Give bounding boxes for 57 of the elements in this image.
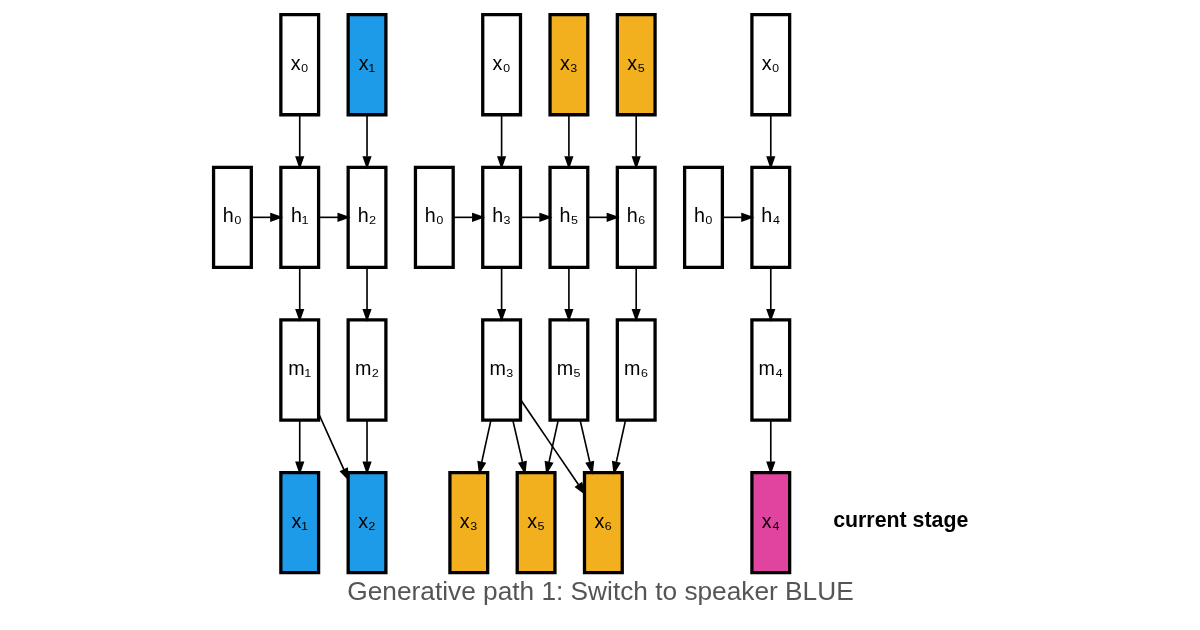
arrow	[631, 114, 641, 170]
arrow	[361, 419, 372, 475]
arrow	[611, 419, 626, 475]
arrow	[519, 212, 552, 222]
node-box: h₃	[480, 165, 522, 270]
node-box: x₄	[749, 470, 791, 575]
node-box: x₀	[480, 13, 522, 117]
node-box: x₂	[346, 470, 388, 575]
arrow	[451, 212, 485, 222]
node-box: x₅	[615, 13, 657, 117]
node-box: h₀	[682, 165, 724, 270]
node-box: m₂	[346, 318, 388, 422]
arrow	[361, 266, 372, 323]
node-box: h₅	[547, 165, 589, 270]
arrow	[519, 399, 586, 496]
arrow	[476, 419, 492, 475]
node-box: x₆	[582, 470, 624, 575]
node-box: h₁	[278, 165, 320, 270]
arrow	[317, 212, 351, 222]
arrow	[765, 114, 775, 170]
arrow	[586, 212, 620, 222]
arrow	[578, 419, 594, 475]
arrow	[765, 266, 775, 323]
node-box: h₀	[211, 165, 253, 270]
node-box: x₁	[346, 13, 388, 117]
arrow	[496, 266, 506, 323]
node-box: x₀	[278, 13, 320, 117]
node-box: h₀	[413, 165, 455, 270]
arrow	[361, 114, 372, 170]
node-box: m₄	[749, 318, 791, 422]
arrow	[294, 266, 304, 323]
arrow	[496, 114, 506, 170]
node-box: m₁	[278, 318, 320, 422]
node-box: h₄	[749, 165, 791, 270]
node-box: x₅	[515, 470, 557, 575]
node-box: m₅	[547, 318, 589, 422]
node-box: x₁	[278, 470, 320, 575]
arrow	[563, 266, 573, 323]
node-box: m₃	[480, 318, 522, 422]
arrow	[544, 419, 559, 475]
node-box: h₆	[615, 165, 657, 270]
node-box: h₂	[346, 165, 388, 270]
node-box: x₀	[749, 13, 791, 117]
arrow	[250, 212, 283, 222]
label: current stage	[832, 507, 968, 532]
node-box: x₃	[447, 470, 489, 575]
arrow	[317, 413, 349, 482]
arrow	[721, 212, 754, 222]
node-box: x₃	[547, 13, 589, 117]
arrow	[294, 114, 304, 170]
arrow	[511, 419, 527, 475]
arrow	[294, 419, 304, 475]
arrow	[563, 114, 573, 170]
arrow	[631, 266, 641, 323]
node-box: m₆	[615, 318, 657, 422]
arrow	[765, 419, 775, 475]
caption: Generative path 1: Switch to speaker BLUE	[346, 576, 854, 607]
